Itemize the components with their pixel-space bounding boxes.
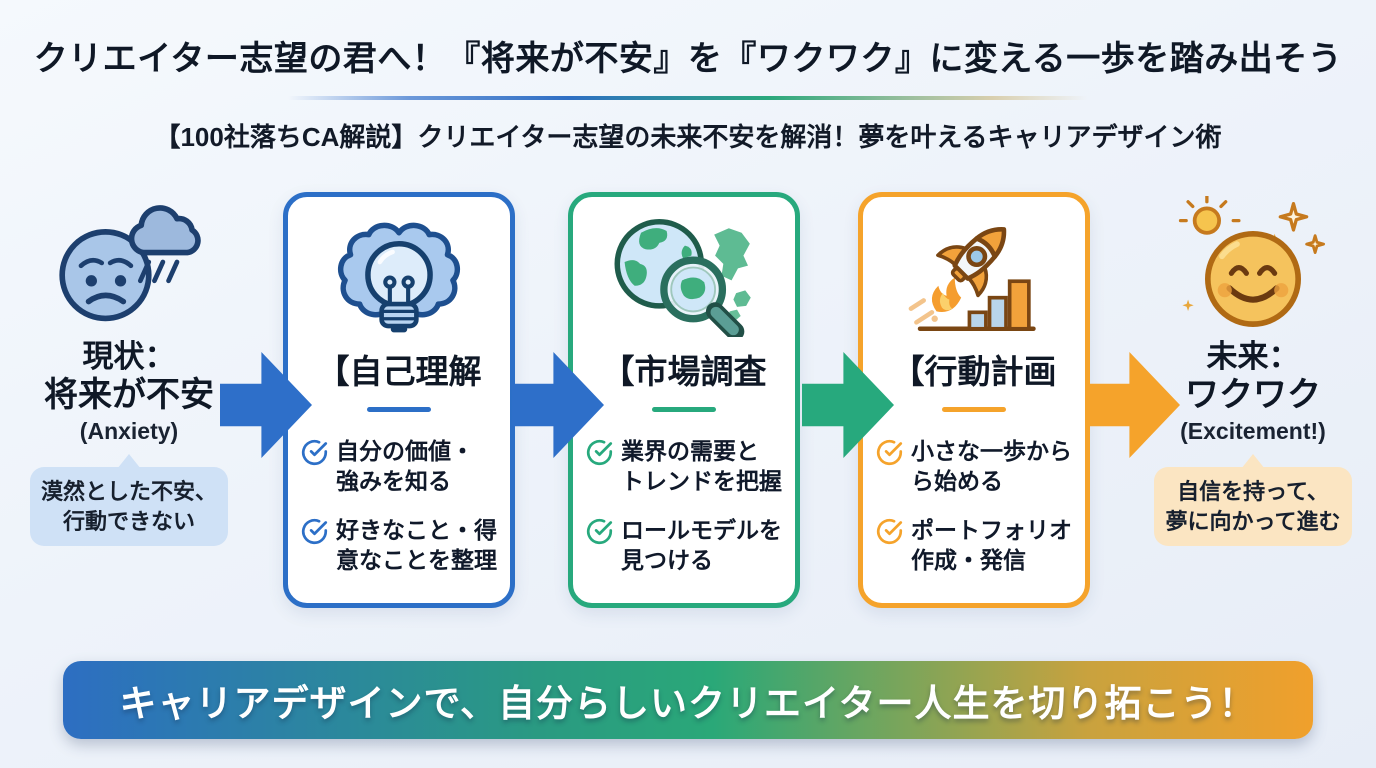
card-title: 【市場調査 bbox=[601, 353, 767, 390]
step-card-action-plan: 【行動計画 小さな一歩から ら始める ポートフォリオ 作成・発信 bbox=[858, 192, 1090, 608]
start-speech-bubble: 漠然とした不安、 行動できない bbox=[30, 453, 228, 547]
start-label-line2: 将来が不安 bbox=[44, 376, 214, 415]
check-circle-icon bbox=[586, 518, 613, 544]
bottom-banner: キャリアデザインで、自分らしいクリエイター人生を切り拓こう！ bbox=[63, 661, 1313, 739]
flow-end-node: 未来： ワクワク (Excitement!) 自信を持って、 夢に向かって進む bbox=[1146, 196, 1360, 547]
step-card-market-research: 【市場調査 業界の需要と トレンドを把握 ロールモデルを 見つける bbox=[568, 192, 800, 608]
checklist-item: 好きなこと・得 意なことを整理 bbox=[301, 515, 497, 576]
end-speech-bubble: 自信を持って、 夢に向かって進む bbox=[1154, 453, 1352, 547]
checklist-item: 自分の価値・ 強みを知る bbox=[301, 436, 497, 497]
start-label-line1: 現状： bbox=[82, 339, 176, 374]
checklist-item-text: 小さな一歩から ら始める bbox=[911, 438, 1072, 495]
check-circle-icon bbox=[301, 518, 328, 544]
card-title-underline bbox=[367, 407, 431, 412]
brain-lightbulb-icon bbox=[337, 222, 461, 333]
checklist-item: ポートフォリオ 作成・発信 bbox=[876, 515, 1072, 576]
checklist-item: 業界の需要と トレンドを把握 bbox=[586, 436, 782, 497]
page-subtitle: 【100社落ちCA解説】クリエイター志望の未来不安を解消！夢を叶えるキャリアデザ… bbox=[154, 122, 1222, 152]
check-circle-icon bbox=[301, 439, 328, 466]
rocket-growth-chart-icon bbox=[908, 227, 1036, 332]
card-checklist: 小さな一歩から ら始める ポートフォリオ 作成・発信 bbox=[876, 436, 1072, 575]
happy-face-sun-sparkles-icon bbox=[1178, 196, 1325, 327]
flow-start-node: 現状： 将来が不安 (Anxiety) 漠然とした不安、 行動できない bbox=[26, 196, 232, 547]
checklist-item-text: 業界の需要と トレンドを把握 bbox=[621, 438, 782, 495]
check-circle-icon bbox=[876, 518, 903, 544]
globe-magnifier-icon bbox=[614, 219, 751, 337]
end-label-en: (Excitement!) bbox=[1180, 417, 1326, 444]
end-label-line2: ワクワク bbox=[1185, 376, 1321, 415]
checklist-item-text: ポートフォリオ 作成・発信 bbox=[911, 516, 1072, 574]
checklist-item: 小さな一歩から ら始める bbox=[876, 436, 1072, 497]
sad-face-rain-cloud-icon bbox=[59, 205, 201, 322]
step-card-self-understanding: 【自己理解 自分の価値・ 強みを知る 好きなこと・得 意なことを整理 bbox=[283, 192, 515, 608]
card-checklist: 業界の需要と トレンドを把握 ロールモデルを 見つける bbox=[586, 436, 782, 575]
page-title: クリエイター志望の君へ！『将来が不安』を『ワクワク』に変える一歩を踏み出そう bbox=[33, 40, 1343, 78]
banner-text: キャリアデザインで、自分らしいクリエイター人生を切り拓こう！ bbox=[119, 683, 1257, 724]
gradient-divider bbox=[288, 96, 1088, 100]
check-circle-icon bbox=[876, 439, 903, 466]
checklist-item: ロールモデルを 見つける bbox=[586, 515, 782, 576]
card-title-underline bbox=[652, 407, 716, 412]
checklist-item-text: 自分の価値・ 強みを知る bbox=[336, 438, 474, 495]
checklist-item-text: ロールモデルを 見つける bbox=[621, 516, 782, 574]
end-label-line1: 未来： bbox=[1206, 339, 1300, 374]
card-checklist: 自分の価値・ 強みを知る 好きなこと・得 意なことを整理 bbox=[301, 436, 497, 575]
start-label-en: (Anxiety) bbox=[79, 417, 179, 444]
card-title: 【自己理解 bbox=[316, 353, 482, 390]
card-title-underline bbox=[942, 407, 1006, 412]
card-title: 【行動計画 bbox=[891, 353, 1057, 390]
check-circle-icon bbox=[586, 439, 613, 466]
checklist-item-text: 好きなこと・得 意なことを整理 bbox=[336, 516, 497, 574]
